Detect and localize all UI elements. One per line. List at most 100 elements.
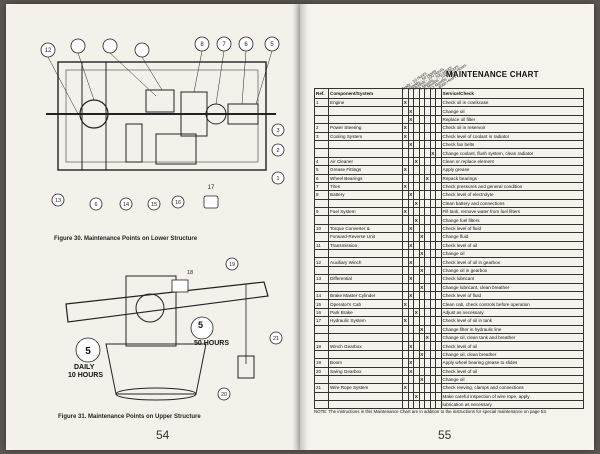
- row-ref: 18: [314, 341, 329, 351]
- badge-daily-hours: 10 HOURS: [68, 372, 104, 379]
- row-ref: 7: [314, 181, 329, 192]
- row-ref: 5: [314, 165, 329, 175]
- row-service: Check oil in crankcase: [440, 97, 584, 108]
- figure-30-caption: Figure 30. Maintenance Points on Lower S…: [54, 236, 198, 242]
- figure-31-caption: Figure 31. Maintenance Points on Upper S…: [58, 414, 201, 420]
- row-component: Swing Gearbox: [328, 366, 403, 376]
- table-header: Ref. Component/System Service/Check: [314, 88, 584, 99]
- table-row: lubrication as necessary: [314, 400, 584, 410]
- callout-7: 7: [222, 42, 226, 48]
- row-component: Differential: [328, 274, 403, 284]
- book-gutter: [292, 4, 308, 450]
- row-service: Apply wheel bearing grease to slides: [440, 358, 584, 368]
- svg-text:21: 21: [273, 336, 279, 342]
- svg-text:20: 20: [221, 392, 227, 398]
- row-ref: [314, 400, 329, 410]
- row-component: Torque Converter &: [328, 223, 403, 234]
- row-ref: [314, 282, 329, 293]
- row-ref: 8: [314, 190, 329, 200]
- row-component: Engine: [328, 97, 403, 108]
- row-service: Check level of electrolyte: [440, 190, 584, 200]
- row-ref: 15: [314, 299, 329, 309]
- row-ref: 2: [314, 123, 329, 133]
- row-component: Park Brake: [328, 307, 403, 318]
- svg-text:1: 1: [276, 176, 279, 182]
- row-component: Boom: [328, 358, 403, 368]
- row-service: Adjust as necessary: [440, 307, 584, 318]
- row-component: Auxiliary Winch: [328, 257, 403, 267]
- row-ref: 1: [314, 97, 329, 108]
- row-ref: 11: [314, 240, 329, 251]
- row-service: Change oil: [440, 106, 584, 116]
- row-service: Change filter in hydraulic line: [440, 324, 584, 334]
- svg-text:13: 13: [55, 198, 61, 204]
- row-component: [328, 198, 403, 209]
- row-component: Wheel Bearings: [328, 173, 403, 183]
- row-service: Change oil: [440, 374, 584, 385]
- interval-cell: [424, 400, 431, 410]
- svg-text:2: 2: [276, 148, 279, 154]
- row-component: [328, 332, 403, 343]
- row-ref: [314, 249, 329, 259]
- row-ref: [314, 265, 329, 276]
- row-ref: 13: [314, 274, 329, 284]
- callout-6: 6: [244, 42, 248, 48]
- row-service: Check level of oil: [440, 240, 584, 251]
- row-component: Power Steering: [328, 123, 403, 133]
- row-service: Fill tank, remove water from fuel filter…: [440, 207, 584, 217]
- row-ref: 3: [314, 131, 329, 141]
- row-component: Operator's Cab: [328, 299, 403, 309]
- row-component: [328, 148, 403, 158]
- row-component: Brake Master Cylinder: [328, 290, 403, 301]
- row-service: Change lubricant, clean breather: [440, 282, 584, 293]
- row-ref: 12: [314, 257, 329, 267]
- row-ref: 20: [314, 366, 329, 376]
- row-ref: 10: [314, 223, 329, 234]
- row-component: Cooling System: [328, 131, 403, 141]
- row-ref: [314, 148, 329, 158]
- row-component: [328, 114, 403, 125]
- col-component: Component/System: [328, 88, 403, 99]
- row-ref: [314, 215, 329, 225]
- row-service: Check fan belts: [440, 139, 584, 150]
- interval-cell: [418, 400, 425, 410]
- row-component: Transmission: [328, 240, 403, 251]
- row-service: Check level of fluid: [440, 223, 584, 234]
- chart-note: NOTE: The instructions in this Maintenan…: [314, 409, 547, 414]
- row-ref: [314, 349, 329, 360]
- svg-text:14: 14: [123, 202, 129, 208]
- svg-text:17: 17: [208, 185, 215, 191]
- row-ref: [314, 139, 329, 150]
- row-service: Check level of oil: [440, 366, 584, 376]
- row-service: lubrication as necessary: [440, 400, 584, 410]
- row-component: Hydraulic System: [328, 316, 403, 326]
- callout-8: 8: [200, 42, 204, 48]
- row-component: Wire Rope System: [328, 383, 403, 393]
